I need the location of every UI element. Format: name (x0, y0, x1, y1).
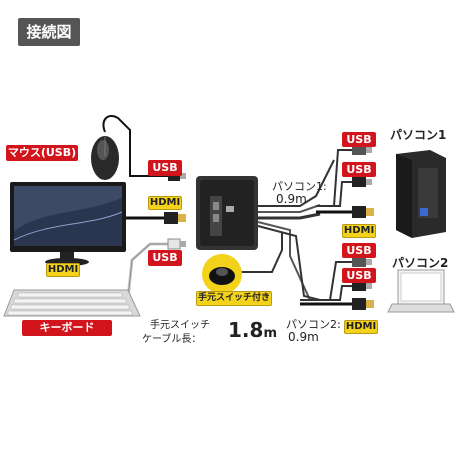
page-title: 接続図 (18, 18, 80, 46)
usb-plug-pc2-b-icon (352, 281, 372, 291)
usb-plug-mouse-icon (168, 171, 186, 181)
laptop-icon (387, 269, 455, 313)
pc2-cable-label: パソコン2: (286, 318, 341, 331)
remote-switch-label: 手元スイッチ付き (196, 291, 272, 306)
pc2-cable-length: 0.9m (288, 330, 319, 344)
kvm-switch-icon (196, 176, 258, 250)
usb-label-pc2-b: USB (342, 268, 376, 283)
hdmi-label-pc2: HDMI (344, 320, 378, 334)
hdmi-plug-monitor-icon (164, 212, 186, 224)
hdmi-label-pc1: HDMI (342, 224, 376, 238)
usb-plug-keyboard-icon (167, 238, 186, 250)
remote-cable-length: 1.8m (228, 318, 277, 342)
mouse-label: マウス(USB) (6, 145, 78, 161)
remote-cable-label-1: 手元スイッチ (150, 320, 210, 331)
usb-label-mouse: USB (148, 160, 182, 176)
hdmi-plug-pc2-icon (352, 298, 374, 310)
remote-cable-length-value: 1.8 (228, 318, 264, 342)
usb-label-pc1-b: USB (342, 162, 376, 177)
pc1-cable-length: 0.9m (276, 192, 307, 206)
usb-label-pc1-a: USB (342, 132, 376, 147)
pc1-cable-label: パソコン1: (272, 180, 327, 193)
hdmi-label-monitor-bottom: HDMI (46, 263, 80, 277)
pc1-label: パソコン1 (390, 128, 447, 142)
usb-plug-pc2-a-icon (352, 257, 372, 267)
monitor-icon (10, 182, 126, 266)
usb-label-pc2-a: USB (342, 243, 376, 258)
hdmi-label-monitor: HDMI (148, 196, 182, 210)
keyboard-label: キーボード(USB) (22, 320, 112, 350)
pc-tower-icon (396, 150, 446, 238)
remote-cable-label-2: ケーブル長： (142, 334, 202, 345)
usb-label-keyboard: USB (148, 250, 182, 266)
usb-plug-pc1-a-icon (352, 145, 372, 155)
mouse-icon (91, 136, 119, 180)
remote-cable-length-unit: m (263, 326, 277, 341)
pc2-label: パソコン2 (392, 256, 449, 270)
usb-plug-pc1-b-icon (352, 177, 372, 187)
keyboard-icon (3, 289, 141, 317)
hdmi-plug-pc1-icon (352, 206, 374, 218)
remote-switch-icon (202, 232, 283, 294)
